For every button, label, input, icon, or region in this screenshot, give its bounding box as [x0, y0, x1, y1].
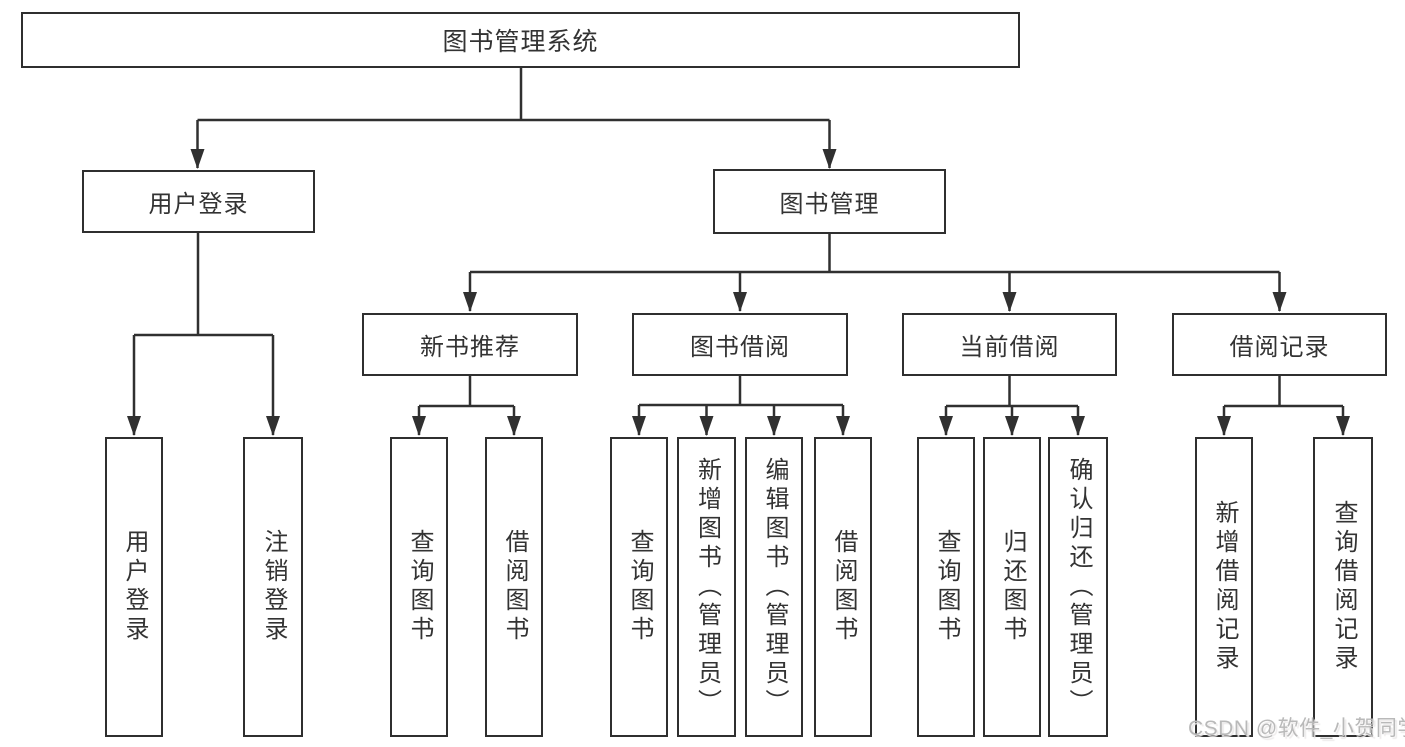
leaf-confirm-return-admin: 确认归还（管理员）: [1048, 437, 1108, 737]
leaf-borrow-books: 借阅图书: [814, 437, 872, 737]
node-user-login: 用户登录: [82, 170, 315, 233]
leaf-return-books: 归还图书: [983, 437, 1041, 737]
leaf-user-login: 用户登录: [105, 437, 163, 737]
leaf-borrow-books-recommend: 借阅图书: [485, 437, 543, 737]
node-root-system: 图书管理系统: [21, 12, 1020, 68]
node-current-borrow: 当前借阅: [902, 313, 1117, 376]
leaf-edit-books-admin: 编辑图书（管理员）: [745, 437, 803, 737]
node-borrow-records: 借阅记录: [1172, 313, 1387, 376]
leaf-query-books-current: 查询图书: [917, 437, 975, 737]
leaf-query-borrow-record: 查询借阅记录: [1313, 437, 1373, 737]
leaf-query-books-borrow: 查询图书: [610, 437, 668, 737]
node-book-management: 图书管理: [713, 169, 946, 234]
leaf-logout: 注销登录: [243, 437, 303, 737]
node-new-book-recommend: 新书推荐: [362, 313, 578, 376]
node-book-borrow: 图书借阅: [632, 313, 848, 376]
leaf-add-borrow-record: 新增借阅记录: [1195, 437, 1253, 737]
leaf-query-books-recommend: 查询图书: [390, 437, 448, 737]
csdn-watermark: CSDN @软件_小贺同学: [1188, 717, 1405, 740]
leaf-add-books-admin: 新增图书（管理员）: [677, 437, 736, 737]
